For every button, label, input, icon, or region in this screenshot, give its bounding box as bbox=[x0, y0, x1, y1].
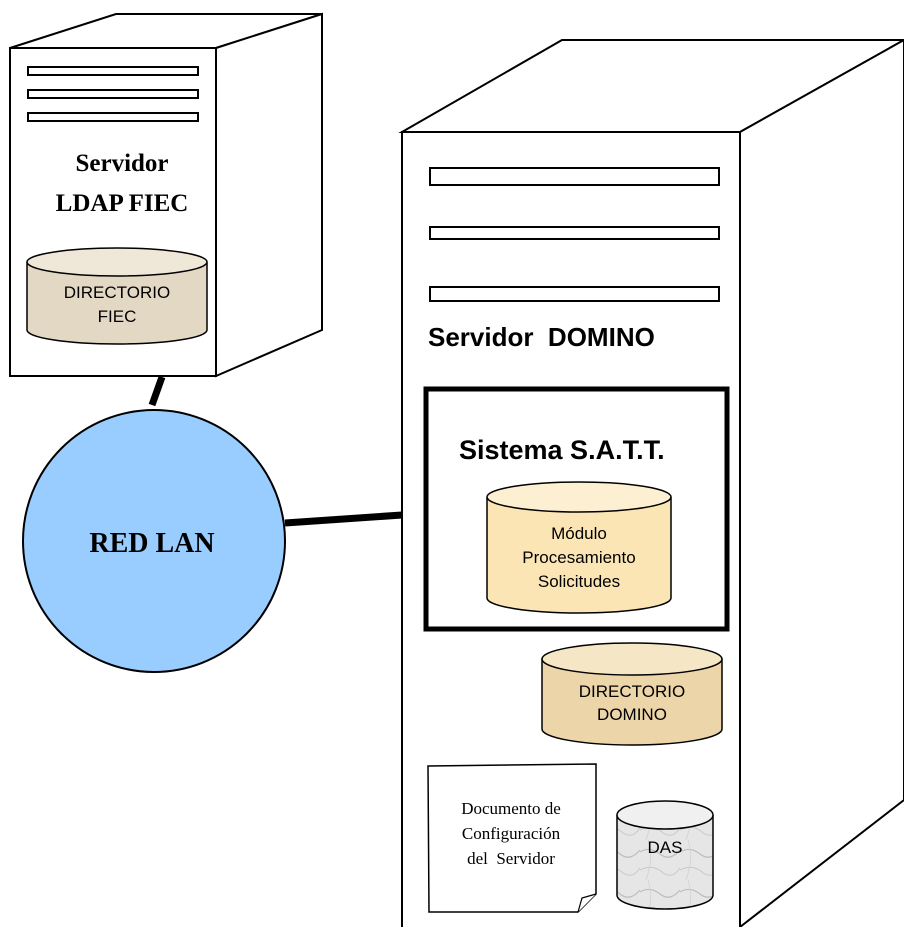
ldap-server-title-line2: LDAP FIEC bbox=[56, 190, 189, 217]
config-document: Documento de Configuración del Servidor bbox=[427, 763, 597, 913]
config-document-line2: Configuración bbox=[462, 824, 561, 843]
das-label: DAS bbox=[648, 838, 683, 857]
lan-domino-link bbox=[284, 511, 403, 527]
satt-system-title: Sistema S.A.T.T. bbox=[459, 435, 665, 465]
das-cylinder: DAS bbox=[616, 800, 714, 910]
ldap-drive-bay-3 bbox=[27, 112, 199, 122]
domino-server: Servidor DOMINO Sistema S.A.T.T. Módulo … bbox=[398, 38, 904, 927]
ldap-directory-label-line2: FIEC bbox=[98, 307, 137, 326]
satt-module-label-line3: Solicitudes bbox=[538, 572, 620, 591]
ldap-drive-bay-1 bbox=[27, 66, 199, 76]
domino-drive-bay-1 bbox=[429, 167, 720, 186]
domino-drive-bay-3 bbox=[429, 286, 720, 302]
ldap-directory-label-line1: DIRECTORIO bbox=[64, 283, 170, 302]
ldap-directory-cylinder: DIRECTORIO FIEC bbox=[26, 247, 208, 345]
config-document-line3: del Servidor bbox=[467, 849, 555, 868]
satt-module-label-line1: Módulo bbox=[551, 524, 607, 543]
domino-server-title: Servidor DOMINO bbox=[428, 322, 655, 352]
satt-system-box: Sistema S.A.T.T. Módulo Procesamiento So… bbox=[423, 386, 730, 632]
config-document-line1: Documento de bbox=[461, 799, 561, 818]
lan-network: RED LAN bbox=[22, 409, 286, 673]
ldap-drive-bay-2 bbox=[27, 89, 199, 99]
domino-drive-bay-2 bbox=[429, 226, 720, 240]
satt-module-cylinder: Módulo Procesamiento Solicitudes bbox=[486, 481, 672, 614]
ldap-server-title-line1: Servidor bbox=[75, 150, 168, 177]
lan-label: RED LAN bbox=[89, 528, 214, 559]
satt-module-label-line2: Procesamiento bbox=[522, 548, 635, 567]
ldap-server: Servidor LDAP FIEC DIRECTORIO FIEC bbox=[9, 12, 323, 378]
domino-directory-label-line1: DIRECTORIO bbox=[579, 682, 685, 701]
domino-directory-cylinder: DIRECTORIO DOMINO bbox=[541, 642, 723, 746]
domino-directory-label-line2: DOMINO bbox=[597, 705, 667, 724]
ldap-lan-link bbox=[148, 375, 166, 407]
